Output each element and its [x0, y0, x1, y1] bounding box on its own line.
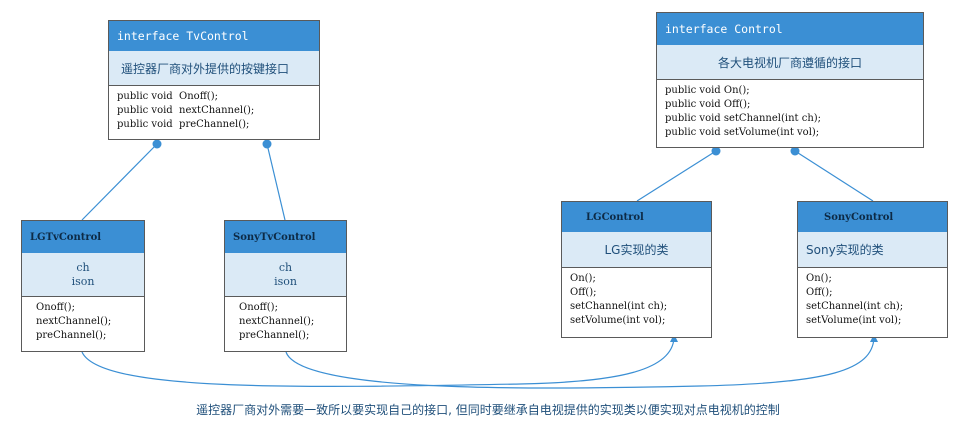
- link-sonytv-tvcontrol: [266, 143, 286, 221]
- tvcontrol-description-band: 遥控器厂商对外提供的按键接口: [109, 51, 319, 86]
- sony-method: On();: [806, 273, 832, 284]
- lollipop-control-left: [711, 146, 721, 156]
- lg-description-band: LG实现的类: [562, 232, 711, 268]
- lg-title: LGControl: [586, 211, 644, 223]
- tvcontrol-method: public void preChannel();: [117, 119, 250, 130]
- sony-description: Sony实现的类: [806, 243, 884, 257]
- interface-tvcontrol-box: interface TvControl 遥控器厂商对外提供的按键接口 publi…: [108, 20, 320, 140]
- sony-title: SonyControl: [824, 211, 894, 223]
- link-lg-control: [636, 150, 717, 202]
- tvcontrol-description: 遥控器厂商对外提供的按键接口: [121, 61, 290, 76]
- sonytv-field: ch: [278, 260, 293, 274]
- arrowhead-sony: [870, 334, 878, 342]
- diagram-caption: 遥控器厂商对外需要一致所以要实现自己的接口, 但同时要继承自电视提供的实现类以便…: [196, 403, 780, 417]
- lgtv-field: ch: [76, 260, 90, 274]
- lgtv-method: nextChannel();: [36, 316, 112, 327]
- sony-header: SonyControl: [798, 202, 947, 232]
- control-method: public void setChannel(int ch);: [665, 113, 822, 124]
- tvcontrol-method: public void nextChannel();: [117, 105, 255, 116]
- sony-methods: On(); Off(); setChannel(int ch); setVolu…: [798, 268, 947, 328]
- class-sonycontrol-box: SonyControl Sony实现的类 On(); Off(); setCha…: [797, 201, 948, 338]
- sony-description-band: Sony实现的类: [798, 232, 947, 268]
- lg-method: setVolume(int vol);: [570, 315, 666, 326]
- lg-header: LGControl: [562, 202, 711, 232]
- control-method: public void On();: [665, 85, 750, 96]
- control-description: 各大电视机厂商遵循的接口: [717, 55, 862, 70]
- lg-description: LG实现的类: [604, 243, 669, 257]
- control-header: interface Control: [657, 13, 923, 45]
- class-sonytvcontrol-box: SonyTvControl ch ison Onoff(); nextChann…: [224, 220, 347, 352]
- control-methods: public void On(); public void Off(); pub…: [657, 80, 923, 140]
- curve-lgtv-to-lg: [81, 337, 675, 388]
- sony-method: Off();: [806, 287, 833, 298]
- control-method: public void Off();: [665, 99, 751, 110]
- lg-methods: On(); Off(); setChannel(int ch); setVolu…: [562, 268, 711, 328]
- class-lgtvcontrol-box: LGTvControl ch ison Onoff(); nextChannel…: [21, 220, 145, 352]
- sonytv-method: nextChannel();: [239, 316, 315, 327]
- sonytv-title: SonyTvControl: [233, 231, 316, 243]
- link-lgtv-tvcontrol: [81, 143, 158, 221]
- tvcontrol-header: interface TvControl: [109, 21, 319, 51]
- lgtv-fields-band: ch ison: [22, 253, 144, 297]
- lg-method: On();: [570, 273, 596, 284]
- sony-method: setVolume(int vol);: [806, 315, 902, 326]
- control-description-band: 各大电视机厂商遵循的接口: [657, 45, 923, 80]
- control-method: public void setVolume(int vol);: [665, 127, 820, 138]
- lollipop-tvcontrol-left: [152, 139, 162, 149]
- lgtv-header: LGTvControl: [22, 221, 144, 253]
- sonytv-field: ison: [274, 274, 297, 288]
- lollipop-control-right: [790, 146, 800, 156]
- sonytv-methods: Onoff(); nextChannel(); preChannel();: [225, 297, 346, 343]
- class-lgcontrol-box: LGControl LG实现的类 On(); Off(); setChannel…: [561, 201, 712, 338]
- tvcontrol-methods: public void Onoff(); public void nextCha…: [109, 86, 319, 132]
- lollipop-tvcontrol-right: [262, 139, 272, 149]
- link-sony-control: [794, 150, 874, 202]
- lg-method: setChannel(int ch);: [570, 301, 668, 312]
- tvcontrol-title: interface TvControl: [117, 29, 249, 43]
- lgtv-methods: Onoff(); nextChannel(); preChannel();: [22, 297, 144, 343]
- control-title: interface Control: [665, 22, 783, 36]
- tvcontrol-method: public void Onoff();: [117, 91, 218, 102]
- lg-method: Off();: [570, 287, 597, 298]
- arrowhead-lg: [670, 334, 678, 342]
- interface-control-box: interface Control 各大电视机厂商遵循的接口 public vo…: [656, 12, 924, 148]
- lgtv-method: preChannel();: [36, 330, 107, 341]
- lgtv-field: ison: [71, 274, 95, 288]
- sonytv-method: preChannel();: [239, 330, 310, 341]
- sony-method: setChannel(int ch);: [806, 301, 904, 312]
- sonytv-header: SonyTvControl: [225, 221, 346, 253]
- sonytv-method: Onoff();: [239, 302, 278, 313]
- lgtv-method: Onoff();: [36, 302, 75, 313]
- sonytv-fields-band: ch ison: [225, 253, 346, 297]
- lgtv-title: LGTvControl: [30, 231, 102, 243]
- curve-sonytv-to-sony: [285, 337, 875, 389]
